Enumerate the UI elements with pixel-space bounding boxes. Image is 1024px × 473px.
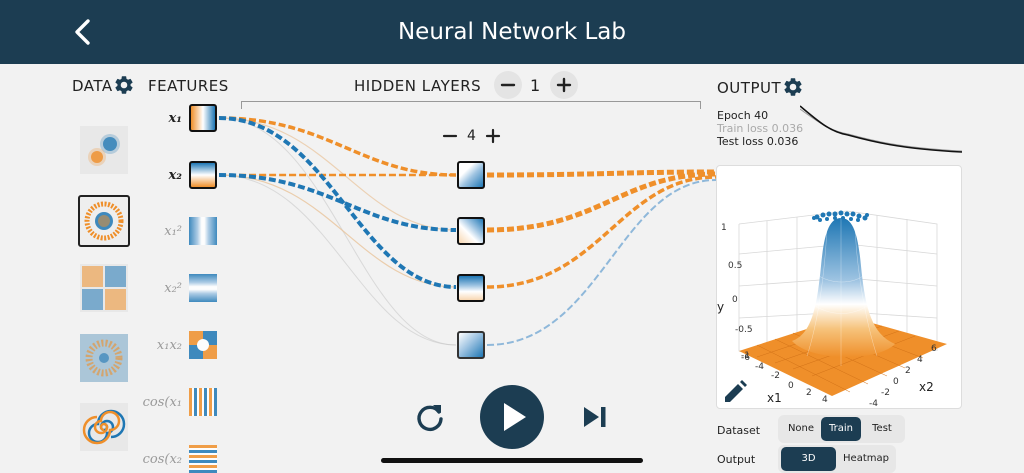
add-neuron-button[interactable] [484, 127, 502, 145]
y-tick-minus-0-5: -0.5 [735, 325, 753, 335]
feature-box-cos-x2[interactable] [189, 445, 217, 473]
step-button[interactable] [580, 402, 610, 432]
output-settings-button[interactable] [782, 76, 804, 98]
surface-plot: 1 0.5 0 -0.5 -1 y -6 -4 -2 0 2 4 x1 6 4 … [717, 210, 947, 409]
y-tick-0: 0 [732, 295, 738, 305]
edit-pencil-icon[interactable] [725, 380, 747, 402]
data-settings-button[interactable] [113, 74, 135, 96]
skip-next-icon [584, 407, 606, 427]
home-indicator [381, 458, 643, 463]
feature-label-x2-squared: x₂² [164, 281, 182, 296]
x1-tick-1: -6 [741, 353, 750, 363]
epoch-label: Epoch 40 [717, 109, 769, 122]
gaussian-dataset-icon [88, 134, 120, 166]
x1x2-pattern-icon [189, 331, 217, 359]
noisy-dataset-icon [80, 334, 128, 382]
feature-box-cos-x1[interactable] [189, 388, 217, 416]
x1-axis-label: x1 [767, 391, 782, 405]
add-layer-button[interactable] [550, 71, 578, 99]
x1-tick-3: -2 [771, 371, 780, 381]
refresh-icon [417, 405, 443, 432]
feature-box-x1x2[interactable] [189, 331, 217, 359]
header-bar: Neural Network Lab [0, 0, 1024, 64]
train-loss-label: Train loss 0.036 [717, 122, 804, 135]
x2-tick-3: 2 [905, 366, 911, 376]
hidden-neuron-2[interactable] [457, 217, 485, 245]
feature-label-cos-x1: cos(x₁ [142, 395, 182, 410]
spiral-dataset-icon [82, 409, 126, 445]
output-option-3d[interactable]: 3D [781, 447, 836, 471]
x2-axis-label: x2 [919, 380, 934, 394]
feature-label-x1: x₁ [168, 111, 182, 126]
dataset-toggle: None Train Test [778, 415, 905, 443]
feature-label-x1-squared: x₁² [164, 224, 182, 239]
y-tick-minus-1: -1 [741, 351, 750, 361]
output-option-heatmap[interactable]: Heatmap [843, 453, 889, 464]
minus-icon [442, 134, 458, 138]
xor-dataset-icon [82, 266, 126, 310]
feature-box-x1-squared[interactable] [189, 217, 217, 245]
output-3d-plot[interactable]: 1 0.5 0 -0.5 -1 y -6 -4 -2 0 2 4 x1 6 4 … [716, 165, 962, 409]
back-button[interactable] [66, 14, 102, 50]
plus-icon [485, 128, 501, 144]
features-section-label: FEATURES [148, 77, 229, 95]
dataset-option-train[interactable]: Train [821, 417, 861, 441]
feature-box-x2[interactable] [189, 161, 217, 189]
training-stats: Epoch 40 Train loss 0.036 Test loss 0.03… [717, 109, 803, 148]
output-toggle-label: Output [717, 453, 756, 466]
gear-icon [115, 76, 133, 94]
plus-icon [556, 77, 572, 93]
chevron-left-icon [75, 19, 90, 45]
dataset-gaussian[interactable] [80, 126, 128, 174]
layer-count: 1 [530, 76, 541, 95]
dataset-xor[interactable] [80, 264, 128, 312]
dataset-spiral[interactable] [80, 403, 128, 451]
x1-tick-6: 4 [822, 395, 828, 405]
x1-tick-4: 0 [788, 381, 794, 391]
neuron-count: 4 [467, 128, 476, 144]
dataset-option-none[interactable]: None [787, 423, 815, 434]
y-tick-0-5: 0.5 [728, 261, 742, 271]
x2-tick-5: -2 [881, 388, 890, 398]
data-section-label: DATA [72, 77, 113, 95]
app-title: Neural Network Lab [397, 19, 627, 45]
output-toggle: 3D Heatmap [778, 445, 896, 473]
dataset-toggle-label: Dataset [717, 424, 761, 437]
feature-label-x2: x₂ [168, 168, 182, 183]
x1-tick-5: 2 [806, 388, 812, 398]
dataset-circle[interactable] [78, 195, 130, 247]
output-section-label: OUTPUT [717, 79, 782, 97]
play-button[interactable] [480, 385, 544, 449]
hidden-neuron-3[interactable] [457, 274, 485, 302]
test-loss-label: Test loss 0.036 [717, 135, 799, 148]
loss-curve [800, 105, 963, 153]
hidden-layers-label: HIDDEN LAYERS [354, 77, 482, 95]
y-axis-label: y [717, 300, 724, 314]
x2-tick-6: -4 [869, 399, 878, 409]
dataset-option-test[interactable]: Test [872, 423, 892, 434]
feature-box-x2-squared[interactable] [189, 274, 217, 302]
x2-tick-1: 6 [931, 344, 937, 354]
minus-icon [500, 83, 516, 87]
reset-button[interactable] [413, 400, 447, 434]
x2-tick-2: 4 [917, 355, 923, 365]
dataset-noisy[interactable] [80, 334, 128, 382]
remove-layer-button[interactable] [494, 71, 522, 99]
feature-label-x1x2: x₁x₂ [156, 338, 182, 353]
hidden-neuron-4[interactable] [457, 331, 485, 359]
x1-tick-2: -4 [755, 362, 764, 372]
remove-neuron-button[interactable] [441, 127, 459, 145]
feature-box-x1[interactable] [189, 104, 217, 132]
play-icon [504, 403, 526, 431]
y-tick-1: 1 [721, 223, 727, 233]
feature-label-cos-x2: cos(x₂ [142, 452, 182, 467]
hidden-layers-bracket [241, 101, 701, 109]
hidden-neuron-1[interactable] [457, 161, 485, 189]
gear-icon [784, 78, 802, 96]
circle-dataset-icon [84, 201, 124, 241]
x2-tick-4: 0 [893, 377, 899, 387]
